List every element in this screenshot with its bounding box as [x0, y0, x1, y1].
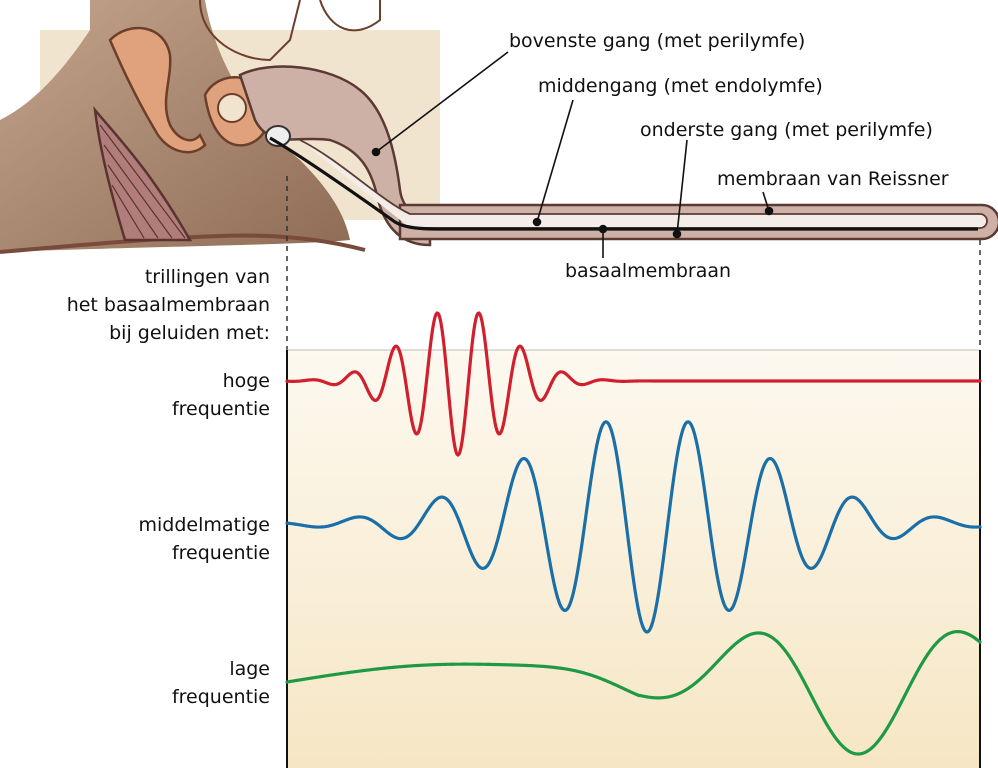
skin-region: [0, 0, 350, 252]
mid-frequency-label-1: middelmatige: [138, 514, 270, 536]
high-frequency-label-2: frequentie: [171, 398, 270, 420]
oval-window: [265, 125, 291, 147]
low-frequency-label-1: lage: [229, 658, 270, 680]
caption-line-3: bij geluiden met:: [109, 322, 270, 344]
mid-frequency-label-2: frequentie: [171, 542, 270, 564]
semicircular-canals: [199, 0, 381, 62]
eardrum: [93, 105, 193, 242]
eardrum-striations: [99, 124, 186, 239]
ossicle-malleus: [108, 26, 207, 154]
caption-line-1: trillingen van: [144, 266, 270, 288]
label-middengang: middengang (met endolymfe): [538, 75, 823, 97]
vibration-panel: [287, 350, 980, 768]
ossicle-stapes: [217, 93, 247, 123]
cochlea-tube: [269, 136, 998, 241]
low-frequency-wave: [285, 629, 982, 756]
label-membraan-reissner: membraan van Reissner: [717, 168, 949, 190]
low-frequency-label-2: frequentie: [171, 686, 270, 708]
high-frequency-label-1: hoge: [222, 370, 270, 392]
caption-line-2: het basaalmembraan: [66, 294, 270, 316]
label-basaalmembraan: basaalmembraan: [565, 260, 732, 282]
basaalmembraan-line: [269, 136, 978, 231]
label-onderste-gang: onderste gang (met perilymfe): [640, 119, 933, 141]
ear-canal-wall: [0, 233, 366, 254]
leader-lines: [371, 51, 774, 258]
high-frequency-wave: [285, 311, 982, 457]
membraan-reissner: [299, 139, 988, 229]
mid-frequency-wave: [285, 420, 982, 634]
ear-illustration: [0, 0, 440, 254]
label-bovenste-gang: bovenste gang (met perilymfe): [509, 30, 806, 52]
